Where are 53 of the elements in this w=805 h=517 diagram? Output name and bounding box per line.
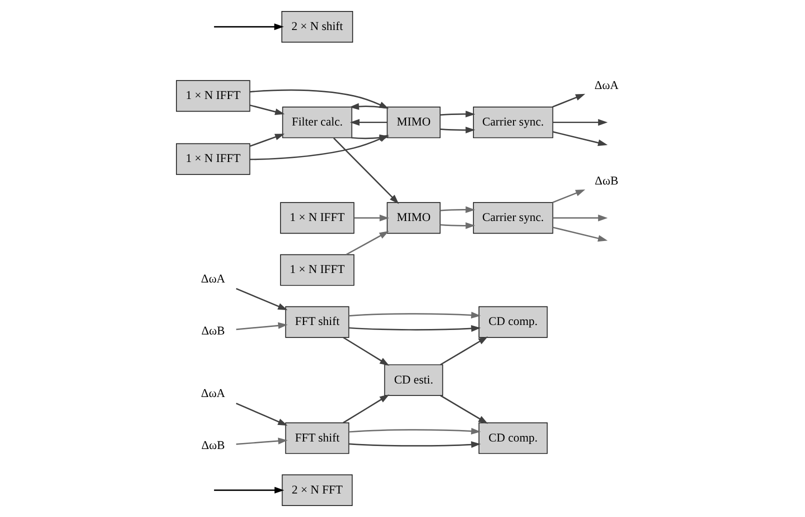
node-box: 1 × N IFFT [280, 202, 354, 234]
arrow [342, 336, 389, 366]
arrow [250, 89, 388, 109]
arrow [342, 394, 389, 424]
arrow [348, 441, 480, 448]
node-box: Filter calc. [282, 106, 352, 138]
arrow [552, 94, 585, 108]
arrow [348, 312, 480, 318]
arrow [345, 231, 388, 256]
node-text: ΔωB [200, 324, 224, 338]
arrow [235, 288, 288, 310]
arrow [440, 206, 475, 213]
arrow [235, 402, 288, 426]
node-box: 1 × N IFFT [175, 143, 250, 175]
arrow [440, 394, 488, 424]
node-text: ΔωA [200, 272, 225, 286]
node-box: MIMO [386, 106, 440, 138]
node-box: MIMO [386, 202, 440, 234]
arrow [236, 322, 288, 330]
arrow [349, 119, 387, 126]
node-box: 1 × N IFFT [280, 254, 354, 286]
node-box: 2 × N shift [280, 11, 353, 43]
node-box: FFT shift [284, 422, 349, 454]
arrow [236, 438, 288, 445]
node-box: 2 × N FFT [281, 474, 352, 506]
arrow [348, 428, 480, 435]
arrow [440, 336, 488, 366]
node-text: ΔωB [594, 173, 618, 188]
arrow [552, 189, 585, 204]
node-box: FFT shift [284, 306, 349, 338]
arrow [249, 104, 284, 116]
arrow [440, 110, 475, 118]
arrow [354, 214, 389, 222]
arrow [332, 138, 398, 204]
arrow [348, 325, 480, 332]
arrow [440, 222, 475, 229]
node-text: ΔωA [200, 386, 225, 400]
arrow [552, 119, 608, 126]
node-box: Carrier sync. [472, 202, 553, 234]
arrow [552, 131, 608, 146]
arrow [214, 486, 284, 494]
node-box: CD comp. [478, 422, 548, 454]
node-box: 1 × N IFFT [175, 80, 250, 112]
arrow [249, 134, 284, 147]
node-box: CD comp. [478, 306, 548, 338]
arrow [552, 226, 608, 242]
arrow [214, 23, 284, 30]
arrow [440, 126, 475, 134]
node-box: CD esti. [384, 364, 443, 396]
node-text: ΔωB [200, 438, 224, 452]
node-box: Carrier sync. [472, 106, 553, 138]
node-text: ΔωA [594, 78, 618, 92]
arrow [552, 214, 608, 222]
